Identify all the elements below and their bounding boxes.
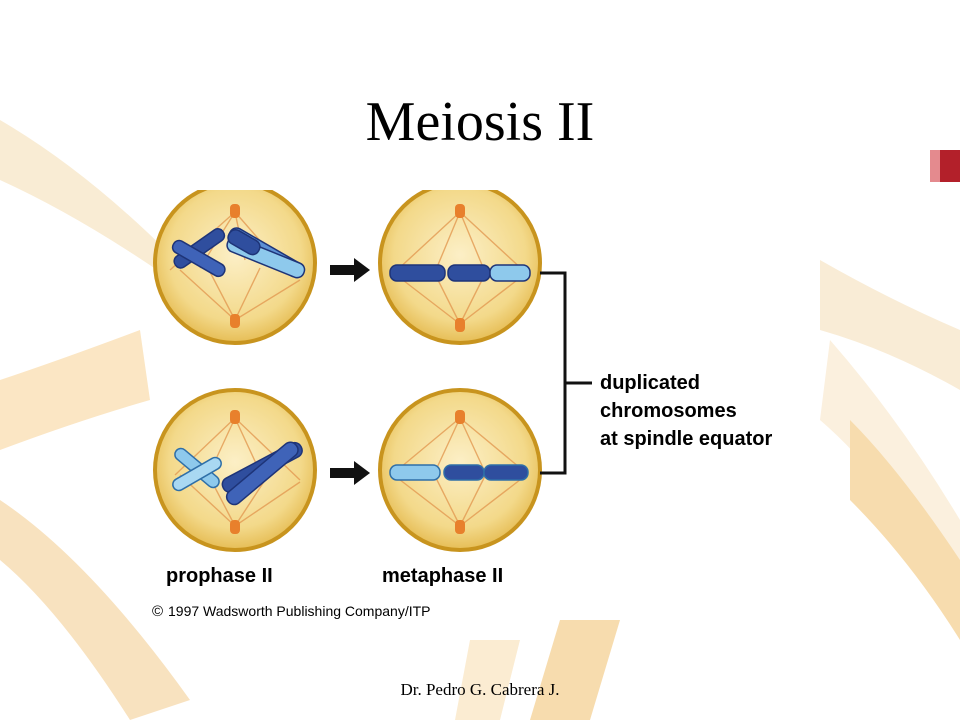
background-swoosh	[530, 620, 620, 720]
chromosome-x	[171, 228, 226, 278]
spindle-fibers	[394, 417, 526, 527]
annotation-line: chromosomes	[600, 400, 737, 422]
annotation-line: duplicated	[600, 372, 700, 394]
background-swoosh	[455, 640, 520, 720]
chromosome-x	[226, 227, 306, 279]
background-swoosh	[0, 330, 150, 450]
arrow-right-icon	[330, 258, 370, 282]
chromosome-x	[172, 447, 222, 492]
cell-membrane	[153, 388, 317, 552]
meiosis-ii-diagram: duplicated chromosomes at spindle equato…	[152, 190, 772, 620]
cell-metaphase-ii-bottom	[378, 388, 542, 552]
slide-title: Meiosis II	[365, 91, 595, 153]
background-swoosh	[820, 260, 960, 390]
cell-metaphase-ii-top	[378, 190, 542, 345]
cell-prophase-ii-top	[153, 190, 317, 345]
cell-membrane	[153, 190, 317, 345]
background-swoosh	[0, 500, 190, 720]
cell-prophase-ii-bottom	[153, 388, 317, 552]
centriole	[230, 314, 240, 328]
copyright-text: 1997 Wadsworth Publishing Company/ITP	[168, 603, 431, 619]
centriole	[455, 204, 465, 218]
background-swoosh	[850, 420, 960, 640]
bracket-connector	[540, 271, 592, 475]
centriole	[230, 204, 240, 218]
centriole	[230, 520, 240, 534]
spindle-fibers	[394, 211, 526, 325]
centriole	[455, 318, 465, 332]
centriole	[455, 410, 465, 424]
arrow-right-icon	[330, 461, 370, 485]
chromosome-aligned	[389, 264, 531, 282]
copyright-symbol: ©	[152, 603, 163, 620]
centriole	[230, 410, 240, 424]
centriole	[455, 520, 465, 534]
chromosome-aligned	[389, 464, 529, 481]
stage-label-prophase: prophase II	[166, 565, 273, 587]
annotation-line: at spindle equator	[600, 428, 772, 450]
stage-label-metaphase: metaphase II	[382, 565, 503, 587]
footer-author: Dr. Pedro G. Cabrera J.	[400, 680, 560, 699]
accent-bar-fade	[930, 150, 940, 182]
chromosome-x	[221, 441, 303, 506]
